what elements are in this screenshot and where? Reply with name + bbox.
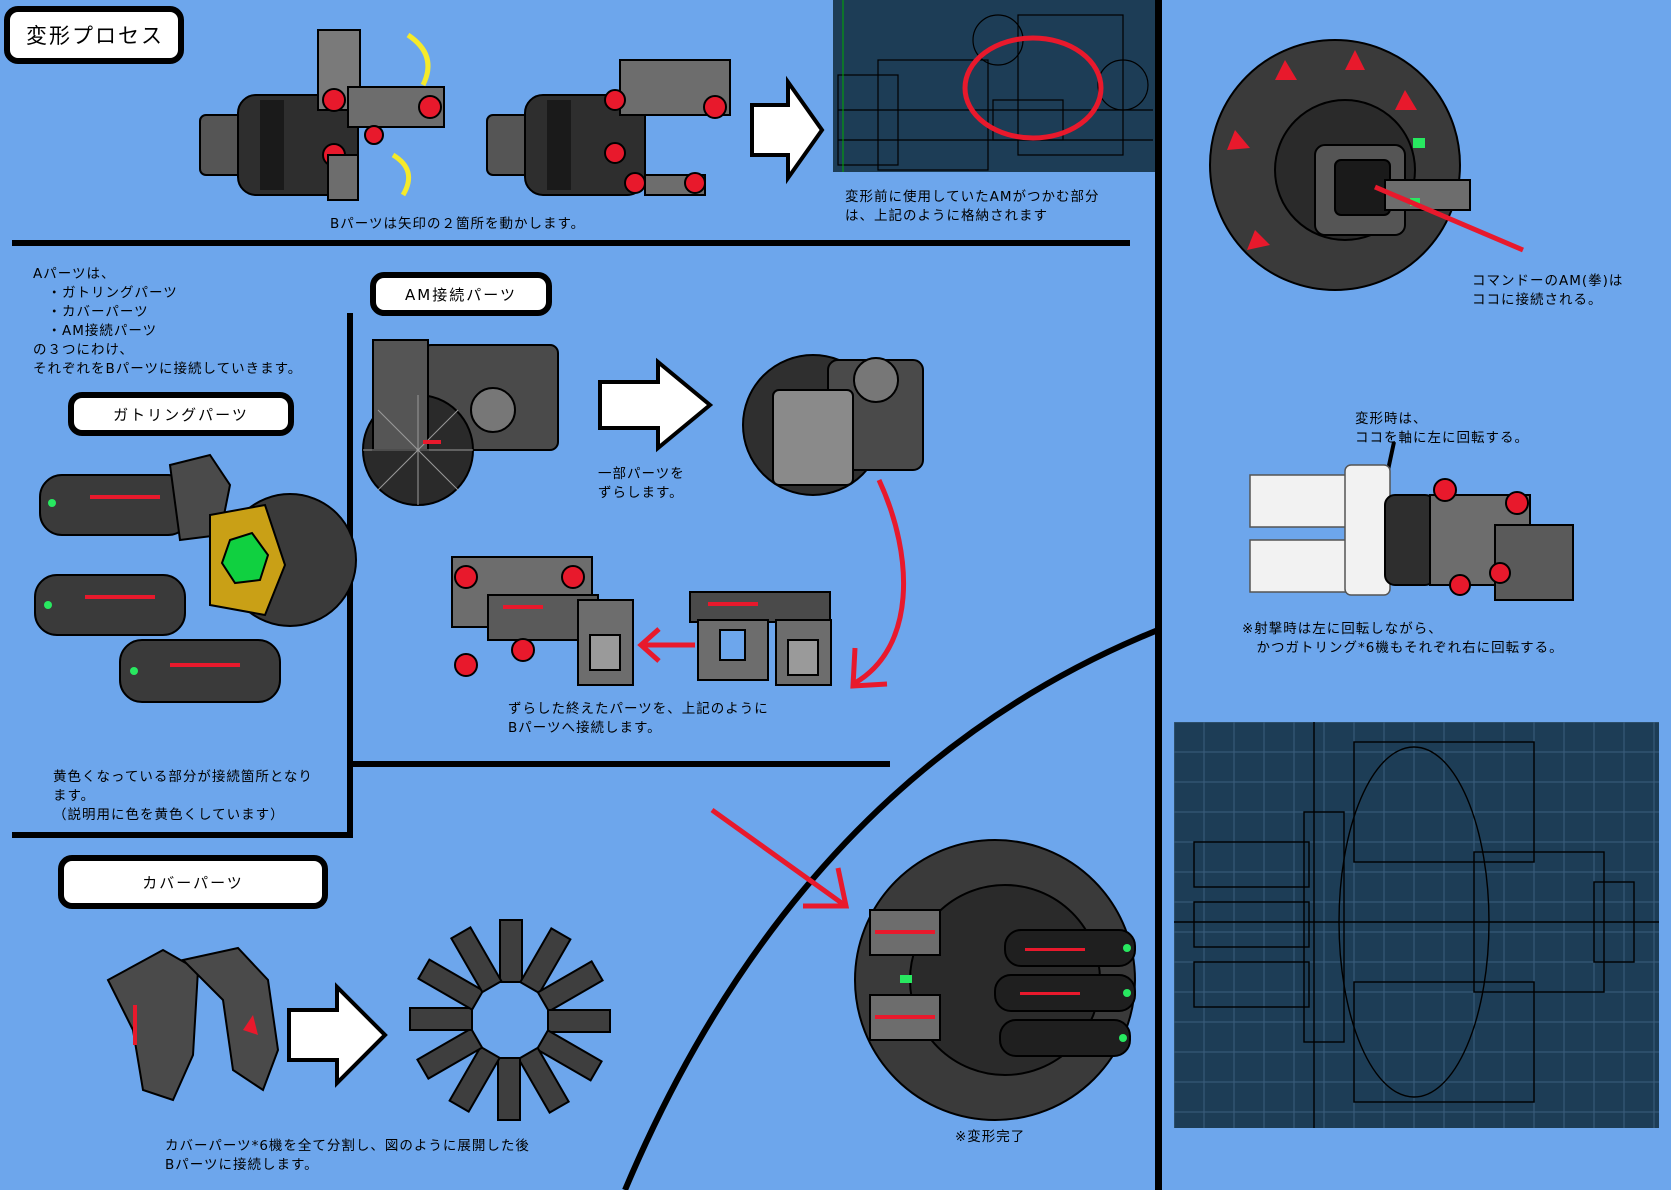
rotate-caption: 変形時は、 ココを軸に左に回転する。 bbox=[1355, 411, 1529, 446]
am-connect-shifted-diagram bbox=[742, 354, 924, 496]
cover-petal bbox=[416, 1027, 484, 1081]
cover-petal bbox=[535, 1028, 603, 1082]
arrow-right-icon-am bbox=[598, 357, 714, 453]
cover-petal bbox=[547, 1009, 611, 1033]
arrow-right-icon bbox=[750, 75, 825, 185]
b-part-after-diagram bbox=[486, 59, 731, 196]
b-part-before-diagram bbox=[199, 29, 445, 201]
cover-petal bbox=[448, 1045, 502, 1113]
red-curved-arrow-icon bbox=[850, 478, 907, 689]
cover-petal bbox=[499, 919, 523, 983]
am-grip-caption: 変形前に使用していたAMがつかむ部分 は、上記のように格納されます bbox=[845, 189, 1100, 224]
a-parts-intro: Aパーツは、 ・ガトリングパーツ ・カバーパーツ ・AM接続パーツ の３つにわけ… bbox=[33, 266, 303, 377]
cover-petal bbox=[517, 1046, 571, 1114]
red-arrow-left-icon bbox=[637, 627, 695, 663]
commando-assembly-diagram bbox=[1209, 39, 1471, 291]
arrow-right-icon-cover bbox=[287, 982, 388, 1088]
wireframe-bottom-drawing bbox=[1174, 722, 1659, 1128]
divider-middle-bottom bbox=[350, 761, 890, 767]
red-pointer-line-icon bbox=[1374, 184, 1524, 253]
divider-left-bottom bbox=[12, 832, 353, 838]
wireframe-panel-top bbox=[833, 0, 1155, 172]
b-parts-caption: Bパーツは矢印の２箇所を動かします。 bbox=[330, 216, 586, 232]
gatling-parts-diagram bbox=[34, 453, 357, 703]
gatling-label: ガトリングパーツ bbox=[113, 405, 249, 424]
complete-caption: ※変形完了 bbox=[955, 1129, 1026, 1145]
shifted-caption: ずらした終えたパーツを、上記のように Bパーツへ接続します。 bbox=[508, 701, 769, 736]
page-title-box: 変形プロセス bbox=[4, 6, 184, 64]
completed-assembly-diagram bbox=[854, 839, 1136, 1121]
page-title: 変形プロセス bbox=[26, 24, 164, 48]
red-arrow-diagonal-icon bbox=[710, 807, 850, 909]
cover-expanded-diagram bbox=[409, 919, 611, 1121]
cover-caption: カバーパーツ*6機を全て分割し、図のように展開した後 Bパーツに接続します。 bbox=[165, 1138, 530, 1173]
gatling-label-box: ガトリングパーツ bbox=[68, 392, 294, 436]
firing-caption: ※射撃時は左に回転しながら、 かつガトリング*6機もそれぞれ右に回転する。 bbox=[1242, 621, 1564, 656]
cover-petal bbox=[536, 959, 604, 1013]
cover-petal bbox=[449, 926, 503, 994]
cover-part-diagram bbox=[106, 946, 280, 1102]
shift-caption: 一部パーツを ずらします。 bbox=[598, 466, 685, 501]
commando-caption: コマンドーのAM(拳)は ココに接続される。 bbox=[1472, 273, 1624, 308]
rotation-assembly-diagram bbox=[1249, 464, 1574, 601]
divider-vertical-main bbox=[1155, 0, 1162, 1190]
cover-petal bbox=[497, 1057, 521, 1121]
cover-petal bbox=[409, 1007, 473, 1031]
cover-petal bbox=[518, 927, 572, 995]
am-connect-piece-diagram bbox=[689, 591, 832, 686]
divider-top bbox=[12, 240, 1130, 246]
yellow-caption: 黄色くなっている部分が接続箇所となり ます。 （説明用に色を黄色くしています） bbox=[53, 769, 313, 823]
am-connect-before-diagram bbox=[362, 339, 559, 506]
wireframe-top-drawing bbox=[837, 0, 1153, 172]
cover-label: カバーパーツ bbox=[142, 873, 244, 892]
am-connect-label-box: AM接続パーツ bbox=[370, 272, 552, 316]
cover-label-box: カバーパーツ bbox=[58, 855, 328, 909]
cover-petal bbox=[417, 958, 485, 1012]
wireframe-panel-bottom bbox=[1174, 722, 1659, 1128]
am-connect-assembled-diagram bbox=[451, 556, 634, 686]
am-connect-label: AM接続パーツ bbox=[405, 285, 517, 304]
